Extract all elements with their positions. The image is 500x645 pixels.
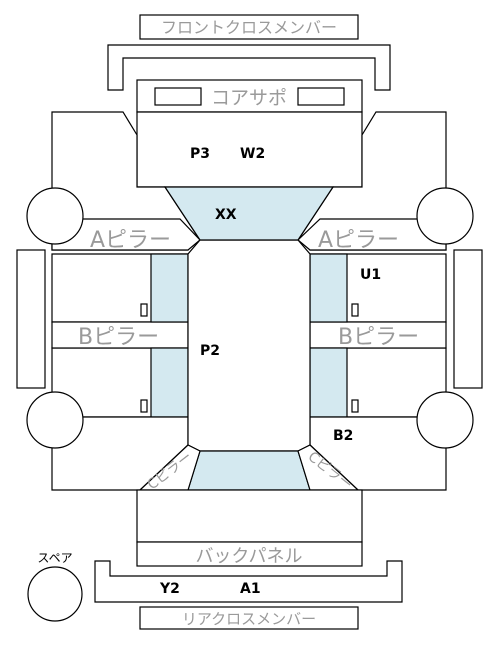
radiator-support-slot-right [297, 87, 345, 106]
door-handle-rr [351, 399, 359, 413]
b-pillar-left-label: Bピラー [78, 325, 159, 350]
front-bumper-bracket[interactable] [107, 44, 391, 91]
door-handle-rf [351, 303, 359, 317]
windshield[interactable] [163, 186, 335, 241]
right-side-sill[interactable] [453, 249, 483, 389]
damage-code: P3 [190, 146, 210, 162]
front-cross-member-box[interactable] [139, 14, 359, 40]
a-pillar-right-label: Aピラー [318, 228, 399, 253]
wheel-front-left[interactable] [26, 187, 84, 245]
damage-code: XX [215, 207, 237, 223]
wheel-front-right[interactable] [416, 187, 474, 245]
damage-code: P2 [200, 343, 220, 359]
spare-tire[interactable] [27, 566, 83, 622]
door-handle-lf [140, 303, 148, 317]
damage-code: W2 [240, 146, 265, 162]
back-panel-box[interactable] [136, 541, 363, 567]
damage-code: Y2 [159, 581, 180, 597]
damage-code: B2 [333, 428, 353, 444]
b-pillar-left-bar[interactable] [51, 321, 189, 349]
damage-code: A1 [240, 581, 261, 597]
left-front-window[interactable] [150, 253, 189, 323]
rear-window[interactable] [187, 450, 311, 491]
a-pillar-left-bar[interactable] [51, 218, 201, 251]
rear-cross-member-label: リアクロスメンバー [182, 610, 316, 628]
rear-cross-member-box[interactable] [139, 606, 359, 630]
back-panel-label: バックパネル [195, 546, 302, 567]
rear-bumper-bracket[interactable] [94, 560, 403, 603]
trunk-lid[interactable] [136, 489, 363, 543]
radiator-support-label: コアサポ [211, 87, 287, 109]
front-cross-member-label: フロントクロスメンバー [161, 18, 337, 37]
wheel-rear-right[interactable] [416, 391, 474, 449]
left-side-sill[interactable] [16, 249, 46, 389]
right-rear-window[interactable] [309, 347, 348, 418]
wheel-rear-left[interactable] [26, 391, 84, 449]
right-front-window[interactable] [309, 253, 348, 323]
door-handle-lr [140, 399, 148, 413]
b-pillar-right-label: Bピラー [338, 325, 419, 350]
a-pillar-left-label: Aピラー [90, 228, 171, 253]
left-rear-window[interactable] [150, 347, 189, 418]
spare-label: スペア [37, 551, 72, 565]
radiator-support-slot-left [154, 87, 202, 106]
damage-code: U1 [360, 267, 381, 283]
